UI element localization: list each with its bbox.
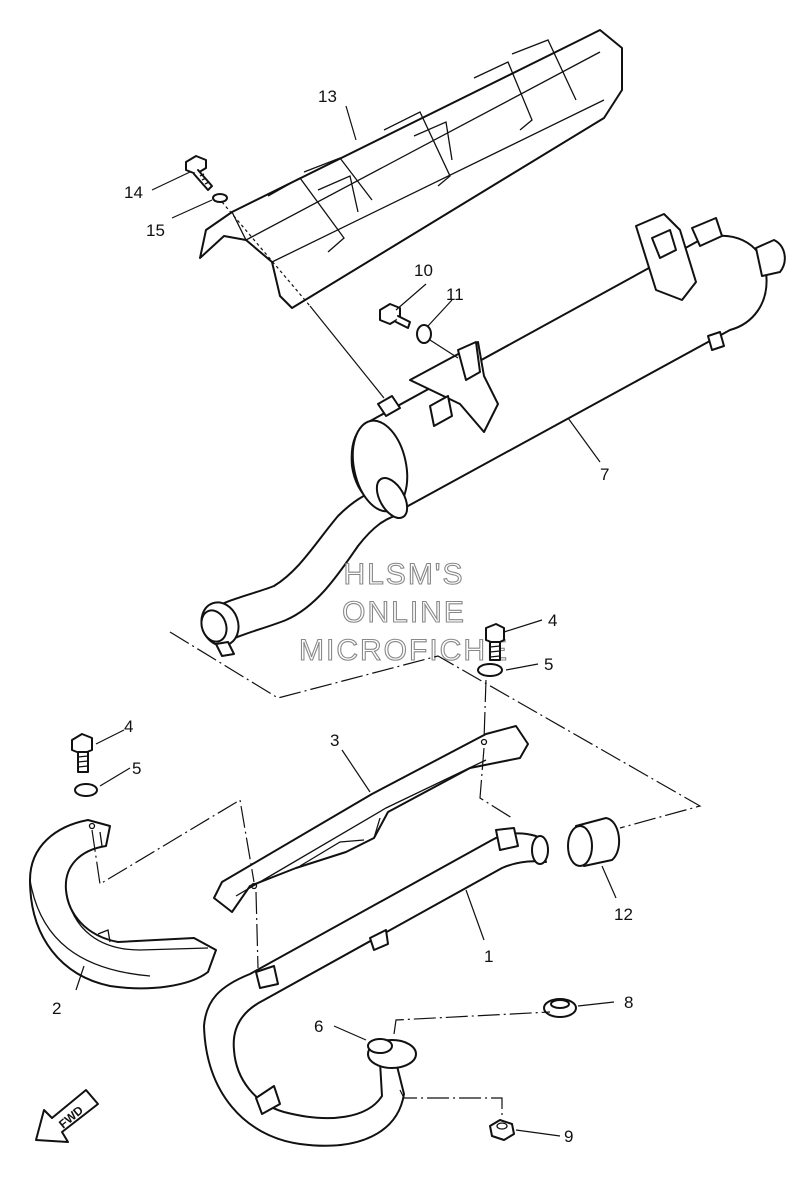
bolt-4-left [71, 733, 93, 773]
leader-lines [75, 105, 617, 1137]
callout-5-left: 5 [132, 759, 141, 778]
callout-4-upper: 4 [548, 611, 557, 630]
callout-5-upper: 5 [544, 655, 553, 674]
guide-line-nut-9 [399, 1089, 503, 1118]
callout-12: 12 [614, 905, 633, 924]
heat-protector-13 [199, 29, 623, 309]
watermark-line-3: MICROFICHE [299, 634, 509, 667]
watermark-line-2: ONLINE [342, 596, 466, 629]
front-protector-2 [29, 819, 217, 990]
callout-4-left: 4 [124, 717, 133, 736]
guide-line-protector-2 [91, 799, 255, 885]
bolt-14 [185, 155, 213, 191]
callout-3: 3 [330, 731, 339, 750]
fwd-arrow: FWD [35, 1089, 99, 1143]
callout-14: 14 [124, 183, 143, 202]
callout-8: 8 [624, 993, 633, 1012]
callout-7: 7 [600, 465, 609, 484]
muffler-7 [200, 213, 786, 657]
exhaust-pipe-1 [203, 827, 549, 1147]
callout-11: 11 [446, 285, 464, 304]
guide-line-pipe-joint [255, 891, 259, 969]
callout-9: 9 [564, 1127, 573, 1146]
guide-line-11 [429, 339, 459, 359]
callout-6: 6 [314, 1017, 323, 1036]
washer-5-left [74, 783, 98, 797]
callout-13: 13 [318, 87, 337, 106]
callouts: 13 14 15 10 11 7 4 5 4 5 3 1 12 2 6 8 9 [52, 87, 633, 1146]
callout-2: 2 [52, 999, 61, 1018]
guide-line-13-7 [309, 305, 385, 399]
watermark-line-1: HLSM'S [343, 558, 464, 591]
bolt-4-upper [485, 623, 505, 661]
watermark: HLSM'S ONLINE MICROFICHE [298, 557, 509, 667]
callout-15: 15 [146, 221, 165, 240]
gasket-8 [543, 998, 577, 1018]
protector-3 [213, 725, 529, 913]
callout-10: 10 [414, 261, 433, 280]
washer-5-upper [477, 663, 503, 677]
guide-line-bolt-4-upper [483, 679, 487, 741]
guide-line-gasket-8 [393, 1011, 551, 1035]
washer-11 [416, 324, 432, 344]
guide-line-14-15 [221, 201, 311, 307]
gasket-12 [567, 817, 621, 867]
guide-line-protector-3 [479, 747, 513, 819]
nut-9 [489, 1119, 515, 1141]
guide-line-pipe-to-joint [169, 631, 702, 829]
washer-15 [212, 193, 228, 203]
callout-1: 1 [484, 947, 493, 966]
bolt-10 [379, 303, 411, 329]
